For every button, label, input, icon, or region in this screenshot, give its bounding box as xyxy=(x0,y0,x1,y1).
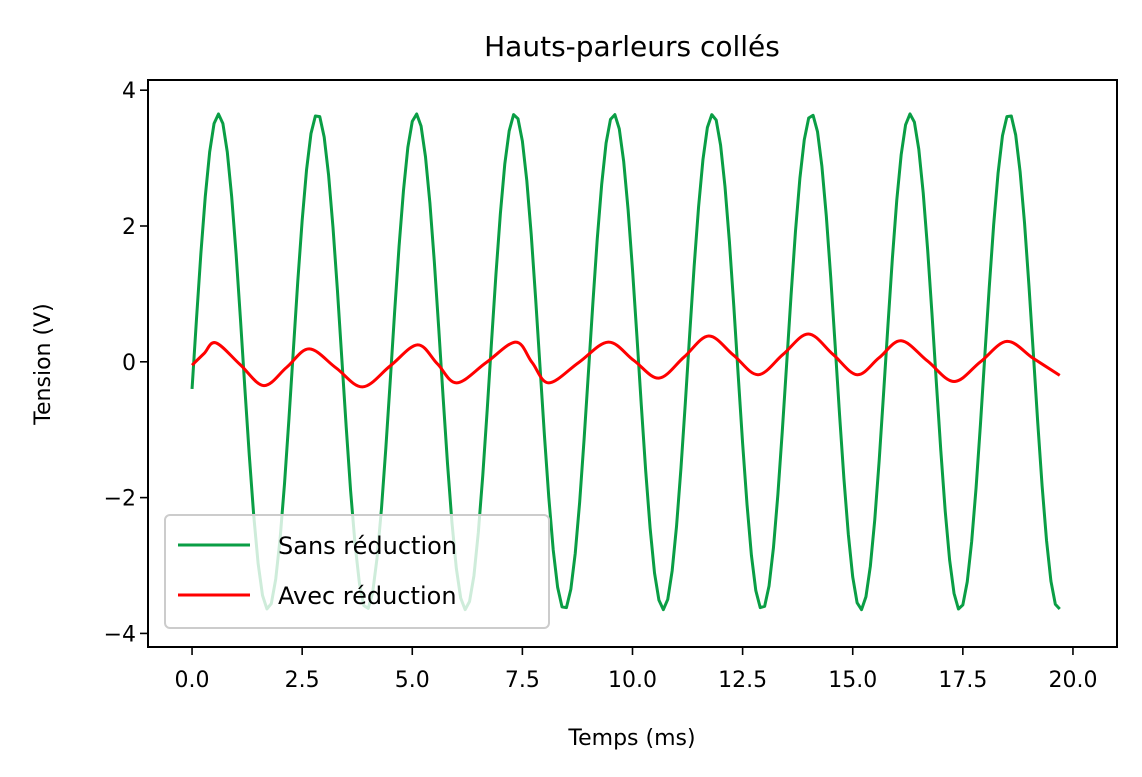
y-tick-label: 0 xyxy=(122,351,136,376)
chart-title: Hauts-parleurs collés xyxy=(484,30,780,63)
x-tick-label: 20.0 xyxy=(1048,668,1097,693)
x-tick-label: 15.0 xyxy=(828,668,877,693)
y-tick-label: 4 xyxy=(122,79,136,104)
y-tick-label: −4 xyxy=(104,622,136,647)
legend-label-avec-reduction: Avec réduction xyxy=(278,582,457,610)
legend-label-sans-reduction: Sans réduction xyxy=(278,532,457,560)
x-tick-label: 2.5 xyxy=(285,668,320,693)
x-tick-label: 12.5 xyxy=(718,668,767,693)
x-tick-label: 0.0 xyxy=(175,668,210,693)
legend-box xyxy=(164,514,550,629)
x-tick-label: 7.5 xyxy=(505,668,540,693)
y-tick-label: −2 xyxy=(104,487,136,512)
y-axis-label: Tension (V) xyxy=(31,303,56,425)
x-tick-label: 10.0 xyxy=(608,668,657,693)
series-line-sans-reduction xyxy=(190,112,1061,612)
y-tick-label: 2 xyxy=(122,215,136,240)
legend: Sans réduction Avec réduction xyxy=(164,514,550,629)
series-line-avec-reduction xyxy=(191,332,1061,389)
x-axis-label: Temps (ms) xyxy=(567,726,695,751)
x-tick-label: 17.5 xyxy=(938,668,987,693)
x-tick-label: 5.0 xyxy=(395,668,430,693)
